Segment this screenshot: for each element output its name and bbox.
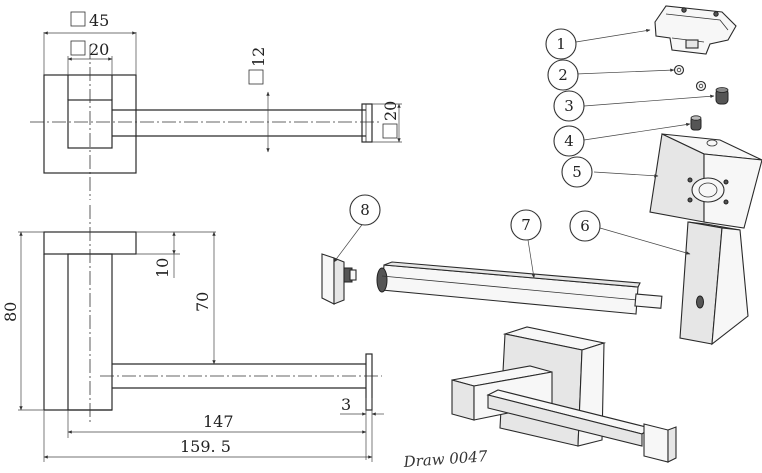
- callout-1-number: 1: [556, 35, 566, 53]
- top-view: 45 20 12 20: [30, 11, 402, 200]
- callout-4: 4: [553, 125, 585, 157]
- front-end-cap: [365, 353, 373, 411]
- part-1-clip: [654, 5, 737, 55]
- callout-3: 3: [553, 90, 585, 122]
- callout-4-number: 4: [564, 132, 574, 150]
- callout-6-number: 6: [580, 217, 590, 235]
- dim-square-45: 45: [89, 11, 109, 30]
- callout-7-number: 7: [521, 216, 531, 234]
- callout-6: 6: [569, 210, 601, 242]
- top-end-cap: [361, 103, 373, 143]
- callout-7: 7: [510, 209, 542, 241]
- part-2-screws: [673, 64, 707, 92]
- part-3-plug: [715, 87, 729, 105]
- dim-square-12: 12: [249, 47, 268, 67]
- dim-square-20-end: 20: [381, 101, 400, 121]
- assembled-view: [451, 326, 677, 463]
- callout-8-number: 8: [360, 201, 370, 219]
- callout-1: 1: [545, 28, 577, 60]
- callout-8: 8: [349, 194, 381, 226]
- dim-height-80: 80: [1, 302, 20, 322]
- callout-5: 5: [561, 156, 593, 188]
- exploded-view: 1 2 3 4 5 6 7 8: [321, 5, 762, 463]
- callout-2: 2: [547, 59, 579, 91]
- callout-5-number: 5: [572, 163, 582, 181]
- dim-gap-3: 3: [341, 395, 351, 414]
- callout-2-number: 2: [558, 66, 568, 84]
- part-7-rod: [376, 261, 663, 315]
- dim-length-159-5: 159. 5: [180, 437, 231, 456]
- dim-flange-10: 10: [153, 258, 172, 278]
- part-5-mounting-block: [649, 133, 762, 229]
- callout-3-number: 3: [564, 97, 574, 115]
- handwritten-note: Draw 0047: [402, 447, 488, 471]
- front-view: 80 10 70 3 147 159. 5: [1, 205, 384, 462]
- callout-leaders: [333, 28, 715, 279]
- dim-length-147: 147: [203, 412, 234, 431]
- part-4-bushing: [690, 115, 702, 131]
- dim-drop-70: 70: [193, 292, 212, 312]
- part-6-post: [679, 221, 749, 346]
- part-8-end-cap: [321, 253, 357, 305]
- dim-square-20: 20: [89, 40, 109, 59]
